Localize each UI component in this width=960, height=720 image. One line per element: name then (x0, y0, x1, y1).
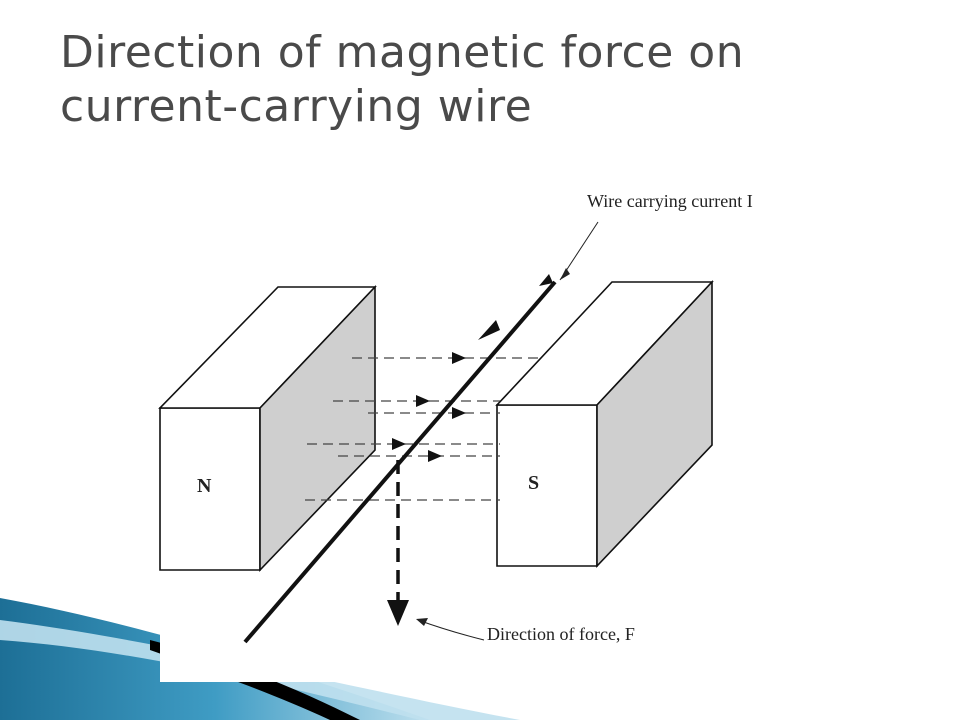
north-magnet (158, 284, 377, 572)
south-pole-label: S (528, 472, 539, 494)
force-label: Direction of force, F (487, 624, 635, 644)
south-magnet (495, 279, 714, 569)
north-pole-label: N (197, 475, 212, 497)
field-arrowheads (392, 352, 466, 462)
wire-label: Wire carrying current I (587, 191, 753, 211)
current-arrow-2 (539, 274, 553, 286)
slide-title: Direction of magnetic force on current-c… (60, 27, 745, 132)
force-arrowhead (387, 600, 409, 626)
current-arrow-1 (478, 320, 500, 340)
current-wire (243, 280, 557, 644)
